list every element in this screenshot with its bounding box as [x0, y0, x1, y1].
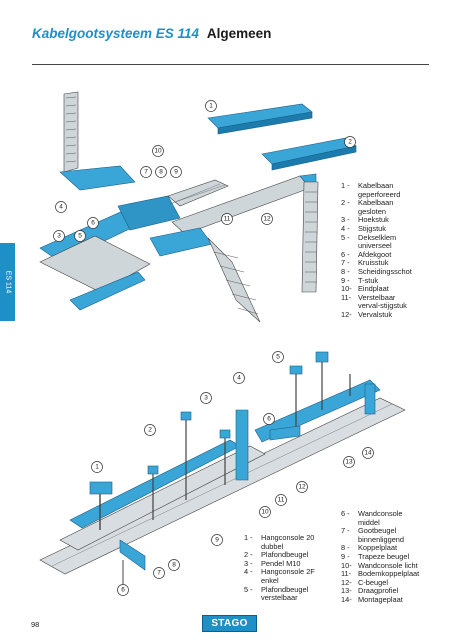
callout-top-8: 8: [155, 166, 167, 178]
side-tab: ES 114: [0, 243, 15, 321]
callout-bottom-8: 8: [168, 559, 180, 571]
svg-text:6: 6: [121, 587, 125, 594]
legend-item: 9 -T-stuk: [341, 275, 379, 285]
svg-text:1: 1: [95, 464, 99, 471]
legend-item: 14-Montageplaat: [341, 594, 403, 604]
legend-item: 10-Wandconsole licht: [341, 560, 418, 570]
callout-bottom-10: 10: [259, 506, 271, 518]
callout-bottom-4: 4: [233, 372, 245, 384]
svg-text:3: 3: [57, 233, 61, 240]
svg-text:11: 11: [224, 216, 231, 223]
callout-bottom-13: 13: [343, 456, 355, 468]
legend-item: 2 -Plafondbeugel: [244, 550, 309, 560]
svg-text:5: 5: [78, 233, 82, 240]
callout-top-9: 9: [170, 166, 182, 178]
legend-item: 3 -Pendel M10: [244, 558, 301, 568]
svg-text:2: 2: [148, 427, 152, 434]
legend-item: 2 -Kabelbaan gesloten: [341, 198, 394, 216]
bottom-callouts: 1 2 3 4 5 6 7 8 9 10 11 12 13 14 6: [91, 351, 374, 596]
svg-text:14: 14: [364, 450, 372, 457]
title-section: Algemeen: [206, 26, 272, 41]
callout-top-2: 2: [344, 136, 356, 148]
callout-top-11: 11: [221, 213, 233, 225]
svg-text:7: 7: [144, 169, 148, 176]
svg-text:6: 6: [267, 416, 271, 423]
svg-text:8: 8: [172, 562, 176, 569]
svg-text:13: 13: [345, 459, 353, 466]
callout-top-12: 12: [261, 213, 273, 225]
legend-item: 11-Verstelbaar verval-stijgstuk: [341, 292, 407, 311]
callout-bottom-6b: 6: [263, 413, 275, 425]
callout-top-1: 1: [205, 100, 217, 112]
callout-bottom-11: 11: [275, 494, 287, 506]
svg-text:12: 12: [263, 216, 271, 223]
legend-item: 4 -Stijgstuk: [341, 223, 386, 233]
legend-item: 10-Eindplaat: [341, 284, 389, 294]
header-rule: [32, 64, 429, 66]
callout-bottom-6: 6: [117, 584, 129, 596]
callout-bottom-1: 1: [91, 461, 103, 473]
legend-item: 12-C-beugel: [341, 577, 388, 587]
legend-item: 7 -Kruisstuk: [341, 258, 389, 268]
page-title: Kabelgootsysteem ES 114 Algemeen: [32, 26, 271, 41]
svg-text:10: 10: [154, 148, 162, 155]
legend-item: 6 -Afdekgoot: [341, 249, 392, 259]
legend-item: 6 -Wandconsole middel: [341, 509, 403, 527]
page-number: 98: [31, 620, 40, 629]
svg-text:11: 11: [278, 497, 285, 504]
callout-bottom-2: 2: [144, 424, 156, 436]
legend-item: 12-Vervalstuk: [341, 309, 393, 319]
callout-bottom-3: 3: [200, 392, 212, 404]
callout-bottom-12: 12: [296, 481, 308, 493]
callout-top-5: 5: [74, 230, 86, 242]
svg-text:10: 10: [261, 509, 269, 516]
callout-bottom-14: 14: [362, 447, 374, 459]
svg-text:4: 4: [59, 204, 63, 211]
svg-text:6: 6: [91, 220, 95, 227]
bottom-assembly-illustration: [39, 351, 406, 584]
callout-top-7: 7: [140, 166, 152, 178]
svg-text:1: 1: [209, 103, 213, 110]
legend-item: 9 -Trapeze beugel: [341, 551, 410, 561]
legend-item: 5 -Plafondbeugel verstelbaar: [244, 584, 309, 603]
callout-bottom-9: 9: [211, 534, 223, 546]
callout-bottom-5: 5: [272, 351, 284, 363]
legend-item: 8 -Koppelplaat: [341, 543, 398, 553]
top-callouts: 1 2 3 4 5 6 7 8 9 10 11 12: [53, 100, 356, 242]
legend-item: 8 -Scheidingsschot: [341, 266, 412, 276]
legend-bottom-left: 1 -Hangconsole 20 dubbel 2 -Plafondbeuge…: [244, 533, 315, 603]
legend-item: 5 -Dekselklem universeel: [341, 232, 397, 251]
svg-text:2: 2: [348, 139, 352, 146]
legend-item: 1 -Kabelbaan geperforeerd: [341, 181, 401, 199]
svg-text:12: 12: [298, 484, 306, 491]
svg-text:8: 8: [159, 169, 163, 176]
svg-text:3: 3: [204, 395, 208, 402]
legend-top: 1 -Kabelbaan geperforeerd 2 -Kabelbaan g…: [341, 181, 412, 320]
stago-logo: STAGO: [202, 615, 257, 632]
top-assembly-illustration: [39, 91, 357, 323]
callout-top-4: 4: [55, 201, 67, 213]
callout-bottom-7: 7: [153, 567, 165, 579]
legend-item: 11-Bodemkoppelplaat: [341, 569, 420, 579]
legend-item: 4 -Hangconsole 2F enkel: [244, 567, 315, 585]
legend-item: 7 -Gootbeugel binnenliggend: [341, 526, 405, 544]
svg-text:7: 7: [157, 570, 161, 577]
legend-bottom-right: 6 -Wandconsole middel 7 -Gootbeugel binn…: [341, 509, 420, 605]
callout-top-6: 6: [87, 217, 99, 229]
legend-item: 13-Draagprofiel: [341, 586, 399, 596]
legend-item: 1 -Hangconsole 20 dubbel: [244, 533, 315, 551]
svg-text:4: 4: [237, 375, 241, 382]
svg-text:9: 9: [215, 537, 219, 544]
svg-text:9: 9: [174, 169, 178, 176]
callout-top-10: 10: [152, 145, 164, 157]
callout-top-3: 3: [53, 230, 65, 242]
title-product: Kabelgootsysteem ES 114: [32, 26, 200, 41]
svg-text:5: 5: [276, 354, 280, 361]
legend-item: 3 -Hoekstuk: [341, 215, 389, 225]
